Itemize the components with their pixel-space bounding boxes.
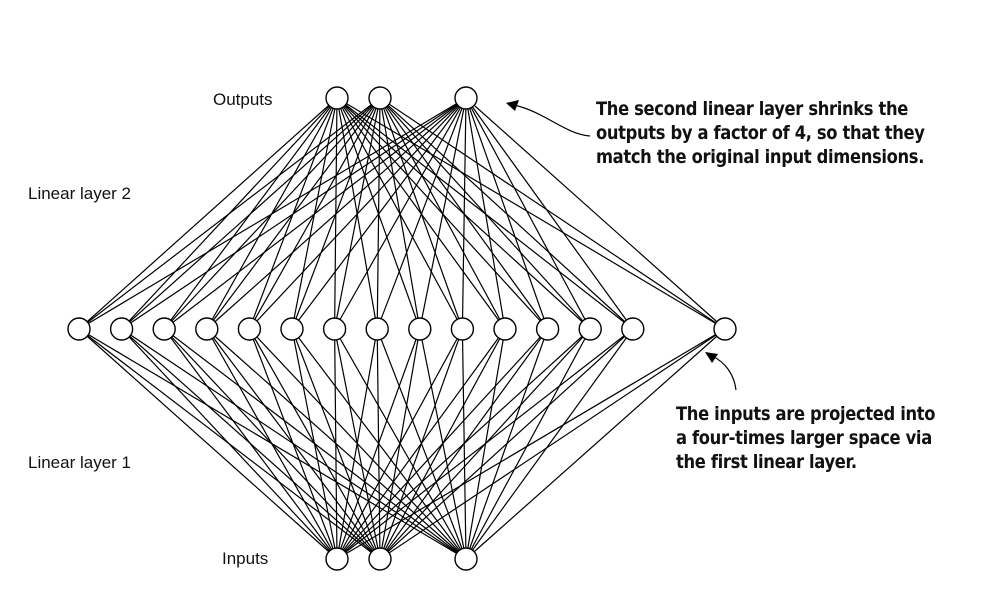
connection-line [291, 328, 467, 560]
connection-line [78, 328, 467, 560]
connection-line [121, 328, 467, 560]
input-node [454, 547, 478, 571]
hidden-node [322, 317, 347, 341]
connection-line [334, 328, 467, 560]
connection-line [419, 97, 467, 330]
hidden-node [535, 317, 560, 341]
connection-line [465, 97, 726, 330]
connection-line [121, 328, 381, 560]
connection-line [461, 97, 467, 330]
connection-line [248, 97, 467, 330]
hidden-node [237, 317, 262, 341]
hidden-node [280, 317, 304, 341]
connection-line [248, 328, 467, 560]
connection-line [465, 328, 726, 560]
outputs-label: Outputs [213, 90, 273, 109]
arrow-head-hidden [705, 352, 718, 363]
annotation-line: The inputs are projected into [676, 403, 936, 425]
hidden-node [152, 317, 176, 341]
linear-layer-2-label: Linear layer 2 [28, 184, 132, 203]
connection-line [206, 328, 467, 560]
output-node [325, 86, 349, 110]
hidden-node [67, 317, 91, 341]
connection-line [465, 97, 506, 330]
connection-line [78, 97, 467, 330]
connection-line [78, 328, 338, 560]
connection-line [121, 97, 381, 330]
connection-line [465, 97, 549, 330]
connection-line [465, 328, 634, 560]
callout-arrows [506, 100, 737, 391]
arrow-head-outputs [506, 100, 519, 111]
connection-line [419, 328, 467, 560]
linear-layer-1-label: Linear layer 1 [28, 453, 132, 472]
annotation-line: the first linear layer. [676, 451, 857, 473]
connection-line [163, 328, 467, 560]
connection-line [78, 97, 338, 330]
connection-line [206, 97, 467, 330]
connection-line [291, 97, 467, 330]
hidden-node [109, 317, 134, 341]
connection-line [465, 328, 591, 560]
hidden-node [621, 317, 645, 341]
connection-line [465, 328, 506, 560]
connection-line [334, 97, 467, 330]
connection-line [163, 97, 467, 330]
network-nodes [67, 86, 737, 571]
connection-line [336, 328, 726, 560]
hidden-node [408, 317, 432, 341]
hidden-node [365, 317, 389, 341]
first-layer-annotation: The inputs are projected into a four-tim… [676, 402, 935, 474]
annotation-line: The second linear layer shrinks the [596, 98, 909, 120]
annotation-line: a four-times larger space via [676, 427, 932, 449]
input-node [368, 547, 392, 571]
arrow-to-outputs [513, 104, 591, 137]
connection-line [78, 97, 381, 330]
hidden-node [578, 317, 602, 341]
connection-line [376, 97, 467, 330]
inputs-label: Inputs [222, 549, 269, 568]
output-node [454, 86, 478, 110]
connection-line [78, 328, 381, 560]
connection-line [121, 97, 467, 330]
arrow-to-hidden [711, 355, 737, 391]
hidden-node [450, 317, 475, 341]
input-node [325, 547, 349, 571]
connection-line [465, 97, 634, 330]
connection-line [461, 328, 467, 560]
hidden-node [493, 317, 517, 341]
second-layer-annotation: The second linear layer shrinks the outp… [596, 97, 925, 169]
connection-line [465, 97, 591, 330]
hidden-node [195, 317, 219, 341]
hidden-node [713, 317, 737, 341]
network-connections [78, 97, 726, 560]
annotation-line: outputs by a factor of 4, so that they [596, 122, 925, 144]
connection-line [376, 328, 467, 560]
output-node [368, 86, 392, 110]
connection-line [465, 328, 549, 560]
annotation-line: match the original input dimensions. [596, 146, 925, 168]
